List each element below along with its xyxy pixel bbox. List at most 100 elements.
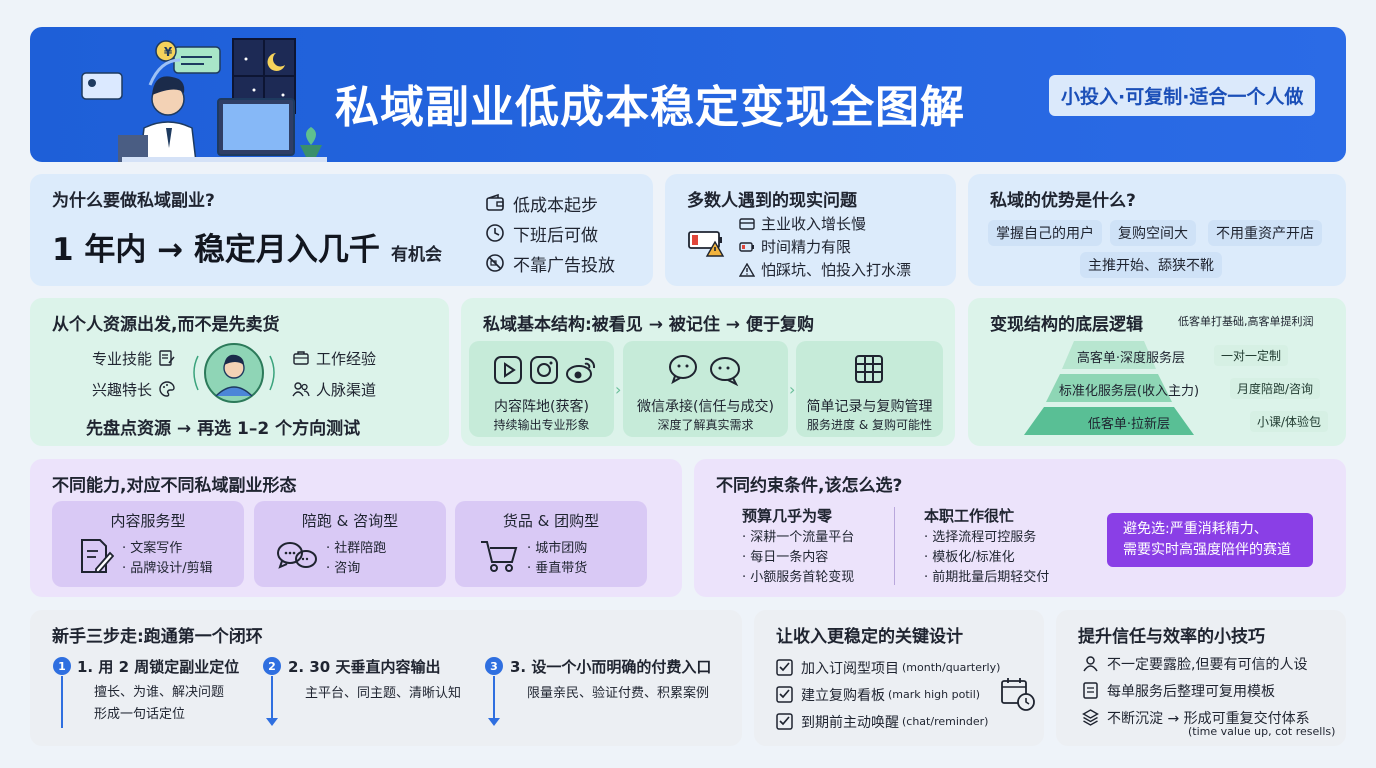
constraint-budget-title: 预算几乎为零 — [742, 507, 833, 525]
tag-trial: 小课/体验包 — [1250, 411, 1329, 432]
step-3-number: 3 — [485, 657, 503, 675]
weibo-icon — [566, 357, 596, 383]
form-coaching: 陪跑 & 咨询型 · 社群陪跑 · 咨询 — [254, 501, 446, 587]
resources-card: 从个人资源出发,而不是先卖货 专业技能 兴趣特长 工作经验 人脉渠道 先盘点资源… — [30, 298, 449, 446]
chip-repurchase: 复购空间大 — [1110, 220, 1196, 246]
step-1-number: 1 — [53, 657, 71, 675]
chat-bubbles-icon — [277, 542, 317, 569]
step-2-desc: 主平台、同主题、清晰认知 — [305, 686, 462, 701]
resources-bottom: 先盘点资源 → 再选 1–2 个方向测试 — [86, 419, 361, 439]
stage-content: 内容阵地(获客) 持续输出专业形象 — [469, 341, 614, 437]
structure-title: 私域基本结构:被看见 → 被记住 → 便于复购 — [483, 315, 814, 335]
arrow-icon: › — [789, 380, 796, 399]
form-content-title: 内容服务型 — [110, 512, 186, 530]
office-worker-illustration — [81, 38, 327, 162]
resource-network: 人脉渠道 — [316, 380, 377, 399]
warning-icon — [739, 262, 755, 277]
tips-title: 提升信任与效率的小技巧 — [1078, 627, 1265, 647]
document-icon — [1083, 682, 1098, 699]
video-play-icon — [494, 356, 522, 384]
palette-icon — [159, 381, 175, 397]
header-banner: ¥ 私域副业低成本稳定变现全图解 小投入·可复制·适合一个人做 — [30, 27, 1346, 162]
calendar-clock-icon — [1001, 678, 1035, 711]
form-content-item: · 品牌设计/剪辑 — [122, 561, 213, 576]
problem-slow-growth: 主业收入增长慢 — [761, 215, 867, 233]
tips-footnote: (time value up, cot resells) — [1188, 725, 1336, 738]
logic-title: 变现结构的底层逻辑 — [990, 315, 1143, 335]
constraint-budget-list: · 深耕一个流量平台 · 每日一条内容 · 小额服务首轮变现 — [742, 530, 855, 585]
why-points: 低成本起步 下班后可做 不靠广告投放 — [485, 188, 615, 278]
tips-card: 提升信任与效率的小技巧 不一定要露脸,但要有可信的人设 每单服务后整理可复用模板… — [1056, 610, 1346, 746]
chip-own-users: 掌握自己的用户 — [988, 220, 1102, 246]
step-3-title: 3. 设一个小而明确的付费入口 — [510, 658, 712, 676]
resource-experience: 工作经验 — [316, 349, 377, 368]
resources-title: 从个人资源出发,而不是先卖货 — [52, 315, 280, 335]
logic-note: 低客单打基础,高客单提利润 — [1178, 315, 1314, 328]
constraint-busy-title: 本职工作很忙 — [924, 507, 1015, 525]
form-content-item: · 文案写作 — [122, 541, 183, 556]
spreadsheet-icon — [855, 355, 883, 383]
constraint-busy-list: · 选择流程可控服务 · 模板化/标准化 · 前期批量后期轻交付 — [924, 530, 1050, 585]
problem-fear-loss: 怕踩坑、怕投入打水漂 — [761, 261, 912, 279]
edit-icon — [159, 350, 175, 366]
tier-standard: 标准化服务层(收入主力) — [1058, 384, 1200, 399]
form-coaching-item: · 咨询 — [326, 561, 361, 576]
why-title: 为什么要做私域副业? — [52, 191, 215, 211]
step-1-title: 1. 用 2 周锁定副业定位 — [77, 658, 240, 676]
problems-title: 多数人遇到的现实问题 — [687, 191, 857, 211]
problems-list: 主业收入增长慢 时间精力有限 怕踩坑、怕投入打水漂 — [739, 212, 911, 281]
divider — [894, 507, 895, 585]
stage-wechat-desc: 深度了解真实需求 — [657, 418, 754, 432]
step-2-title: 2. 30 天垂直内容输出 — [288, 658, 441, 676]
form-goods-title: 货品 & 团购型 — [502, 512, 600, 530]
card-icon — [739, 217, 755, 230]
resources-right: 工作经验 人脉渠道 — [292, 344, 376, 406]
step-2-number: 2 — [263, 657, 281, 675]
tag-monthly: 月度陪跑/咨询 — [1230, 378, 1321, 399]
chip-no-heavy-assets: 不用重资产开店 — [1208, 220, 1322, 246]
form-coaching-item: · 社群陪跑 — [326, 541, 387, 556]
document-edit-icon — [81, 539, 114, 573]
user-icon — [1083, 656, 1098, 672]
choose-title: 不同约束条件,该怎么选? — [716, 476, 903, 496]
stable-card: 让收入更稳定的关键设计 加入订阅型项目 (month/quarterly) 建立… — [754, 610, 1044, 746]
arrow-down-icon — [488, 718, 500, 726]
pyramid-chart — [1024, 341, 1194, 435]
step-1-desc: 擅长、为谁、解决问题 形成一句话定位 — [94, 685, 225, 722]
stage-records-desc: 服务进度 & 复购可能性 — [807, 418, 932, 432]
stage-wechat: 微信承接(信任与成交) 深度了解真实需求 — [623, 341, 788, 437]
point-no-ads: 不靠广告投放 — [513, 255, 615, 276]
advantages-title: 私域的优势是什么? — [990, 191, 1136, 211]
form-goods-item: · 垂直带货 — [527, 561, 588, 576]
person-avatar-icon — [193, 343, 275, 403]
stage-content-title: 内容阵地(获客) — [494, 399, 589, 415]
checkbox-icon — [776, 659, 793, 676]
clock-icon — [486, 224, 504, 242]
stage-content-desc: 持续输出专业形象 — [493, 418, 590, 432]
resource-skill: 专业技能 — [92, 349, 153, 368]
yen-icon: ¥ — [163, 45, 173, 59]
chip-start-small: 主推开始、舔狭不靴 — [1080, 252, 1222, 278]
stage-records-title: 简单记录与复购管理 — [806, 399, 933, 415]
tag-one-on-one: 一对一定制 — [1214, 345, 1289, 366]
people-icon — [292, 382, 310, 397]
checkbox-icon — [776, 713, 793, 730]
choose-card: 不同约束条件,该怎么选? 预算几乎为零 · 深耕一个流量平台 · 每日一条内容 … — [694, 459, 1346, 597]
battery-icon — [739, 241, 754, 252]
step-3-desc: 限量亲民、验证付费、积累案例 — [527, 686, 710, 701]
steps-title: 新手三步走:跑通第一个闭环 — [52, 627, 263, 647]
resource-interest: 兴趣特长 — [92, 380, 153, 399]
layers-icon — [1082, 709, 1099, 726]
form-coaching-title: 陪跑 & 咨询型 — [301, 512, 399, 530]
stable-title: 让收入更稳定的关键设计 — [776, 627, 963, 647]
forms-card: 不同能力,对应不同私域副业形态 内容服务型 · 文案写作 · 品牌设计/剪辑 陪… — [30, 459, 682, 597]
step-3-line — [493, 676, 495, 722]
step-1-line — [61, 676, 63, 728]
form-goods: 货品 & 团购型 · 城市团购 · 垂直带货 — [455, 501, 647, 587]
resources-left: 专业技能 兴趣特长 — [92, 344, 176, 406]
arrow-icon: › — [615, 380, 622, 399]
problem-time-limited: 时间精力有限 — [761, 238, 852, 256]
checkbox-icon — [776, 686, 793, 703]
stable-list: 加入订阅型项目 (month/quarterly) 建立复购看板 (mark h… — [776, 654, 1000, 735]
tier-low: 低客单·拉新层 — [1087, 417, 1171, 432]
